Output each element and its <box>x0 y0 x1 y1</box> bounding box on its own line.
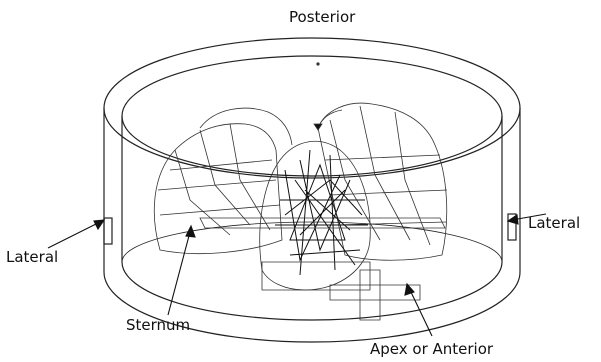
label-sternum: Sternum <box>126 316 190 334</box>
cylinder-top-outer-rim <box>104 38 520 178</box>
label-lateral-left: Lateral <box>6 248 58 266</box>
label-apex: Apex or Anterior <box>370 340 494 358</box>
posterior-marker-arrow <box>314 124 322 130</box>
label-posterior: Posterior <box>289 8 356 26</box>
arrow-apex-line <box>410 290 432 336</box>
posterior-marker-dot <box>317 63 319 65</box>
cylinder-bottom-inner-rim <box>122 262 502 320</box>
left-wall-notch <box>104 218 112 244</box>
cylinder-container <box>104 38 520 342</box>
heart-outline <box>260 141 371 290</box>
label-lateral-right: Lateral <box>528 214 580 232</box>
arrow-lateral-left-head <box>94 220 104 229</box>
arrow-lateral-left-line <box>48 222 100 248</box>
cylinder-top-inner-rim <box>122 56 502 176</box>
heart-mesh-dense <box>275 150 368 275</box>
organ-wireframe <box>154 63 447 320</box>
heart-base-plate <box>262 262 370 290</box>
leader-arrows <box>48 214 546 336</box>
arrow-lateral-right-head <box>508 215 518 224</box>
arrow-sternum-line <box>168 232 190 315</box>
arrow-apex-head <box>405 284 414 295</box>
